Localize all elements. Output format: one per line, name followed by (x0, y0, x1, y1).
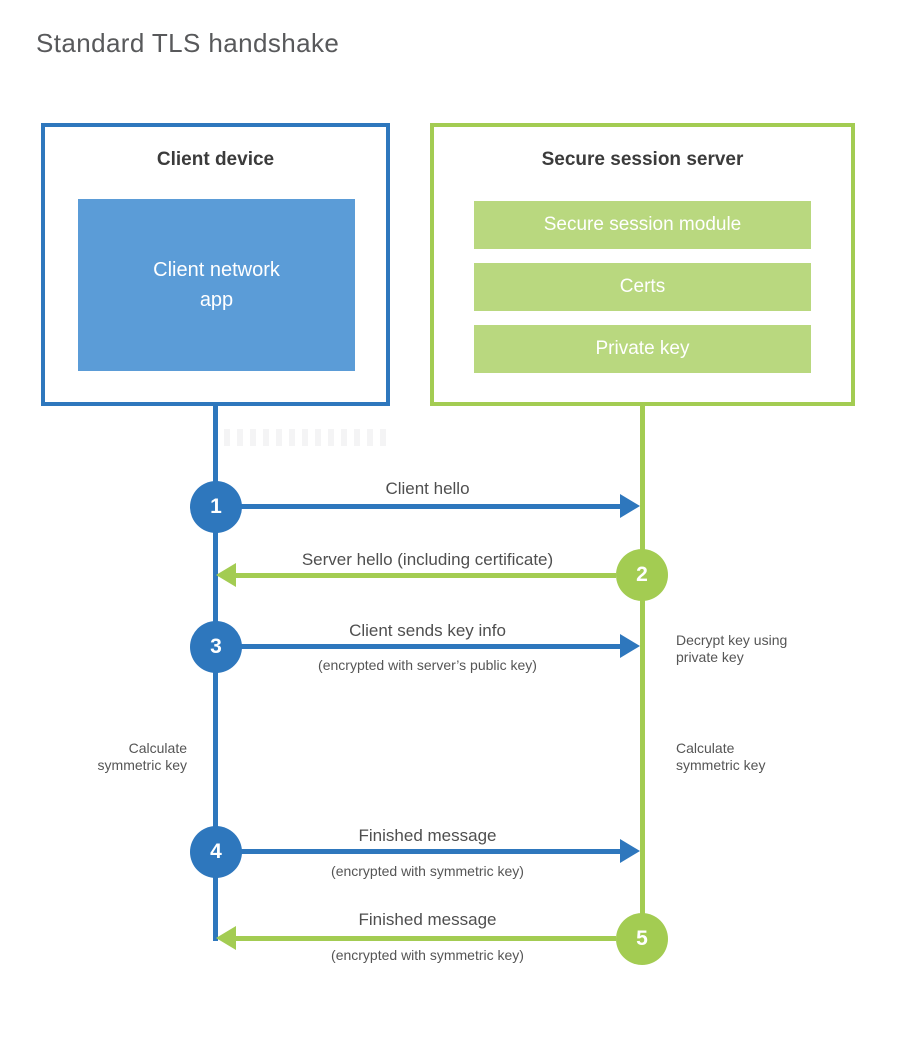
step2-arrow-line (236, 573, 616, 578)
arrowhead-right-icon (620, 634, 640, 658)
decrypt-key-note: Decrypt key using private key (676, 632, 787, 666)
step1-arrow-line (240, 504, 622, 509)
client-device-box: Client device Client network app (41, 123, 390, 406)
server-module-certs: Certs (474, 263, 811, 311)
step1-marker: 1 (190, 481, 242, 533)
step3-arrow-line (240, 644, 622, 649)
calc-left-line2: symmetric key (97, 757, 187, 773)
step4-arrow-line (240, 849, 622, 854)
server-module-secure-session: Secure session module (474, 201, 811, 249)
step3-sublabel: (encrypted with server’s public key) (318, 657, 537, 673)
page-title: Standard TLS handshake (36, 28, 340, 58)
step2-label: Server hello (including certificate) (301, 550, 554, 569)
client-lifeline (213, 406, 218, 941)
step4-sublabel: (encrypted with symmetric key) (331, 863, 524, 879)
faded-watermark-artifact (224, 429, 386, 446)
arrowhead-right-icon (620, 839, 640, 863)
decrypt-note-line1: Decrypt key using (676, 632, 788, 648)
server-title: Secure session server (541, 149, 744, 170)
decrypt-note-line2: private key (676, 649, 744, 665)
client-app-label-line1: Client network (153, 259, 280, 281)
step4-label: Finished message (358, 826, 497, 845)
secure-session-server-box: Secure session server Secure session mod… (430, 123, 855, 406)
calc-right-line2: symmetric key (676, 757, 766, 773)
arrowhead-left-icon (216, 926, 236, 950)
step3-label: Client sends key info (349, 621, 506, 640)
arrowhead-left-icon (216, 563, 236, 587)
calculate-symmetric-key-note-server: Calculate symmetric key (676, 740, 765, 774)
step5-label: Finished message (358, 910, 497, 929)
calculate-symmetric-key-note-client: Calculate symmetric key (40, 740, 187, 774)
step1-label: Client hello (385, 479, 470, 498)
step5-marker: 5 (616, 913, 668, 965)
step4-marker: 4 (190, 826, 242, 878)
server-module-private-key: Private key (474, 325, 811, 373)
step5-arrow-line (236, 936, 616, 941)
step3-marker: 3 (190, 621, 242, 673)
client-device-title: Client device (156, 149, 275, 170)
client-network-app-block: Client network app (78, 199, 355, 371)
arrowhead-right-icon (620, 494, 640, 518)
step5-sublabel: (encrypted with symmetric key) (331, 947, 524, 963)
client-app-label-line2: app (199, 289, 234, 311)
server-lifeline (640, 406, 645, 939)
step2-marker: 2 (616, 549, 668, 601)
calc-left-line1: Calculate (128, 740, 187, 756)
calc-right-line1: Calculate (676, 740, 735, 756)
